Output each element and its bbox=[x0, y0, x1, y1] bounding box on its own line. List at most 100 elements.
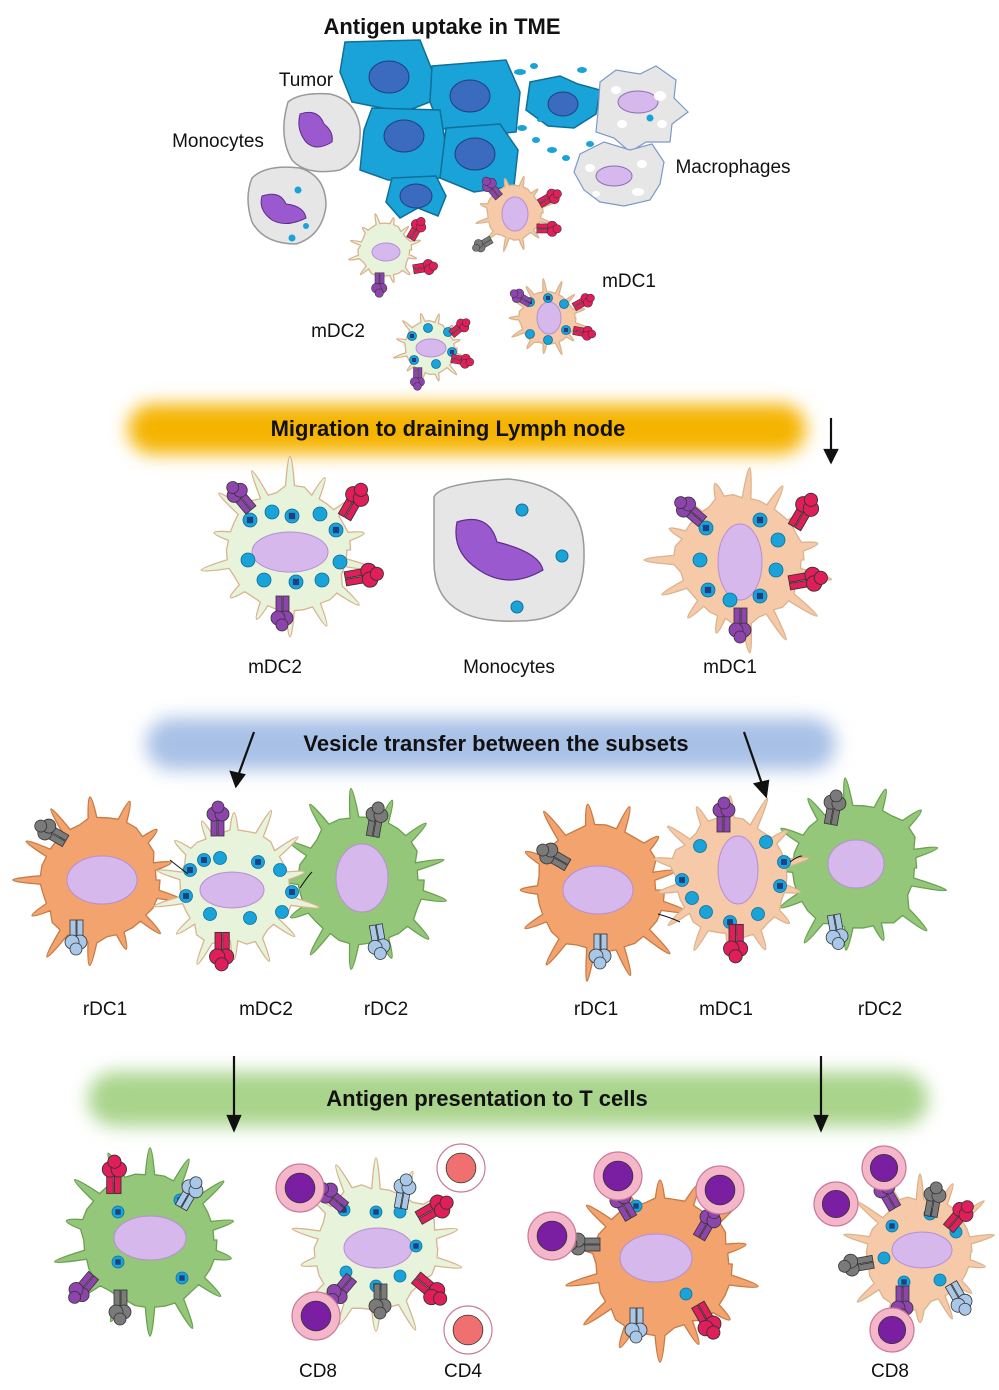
ln-label-mdc2: mDC2 bbox=[248, 657, 302, 678]
label-cd8-right: CD8 bbox=[870, 1361, 910, 1382]
vesicle bbox=[312, 506, 328, 522]
mhc-purple-t1 bbox=[371, 272, 388, 298]
mhc-gray-ap4 bbox=[923, 1181, 947, 1218]
mono-vesicle bbox=[510, 600, 524, 614]
vesicle-mhc-mark bbox=[292, 578, 300, 586]
monocyte-top-2 bbox=[247, 166, 327, 245]
label-macrophages: Macrophages bbox=[675, 157, 791, 178]
mhc-red-ap2 bbox=[414, 1194, 454, 1225]
vesicle-mhc-mark bbox=[288, 512, 296, 520]
mhc-red-t2 bbox=[412, 259, 438, 275]
cd4-tcell-1 bbox=[436, 1143, 486, 1193]
nucleus bbox=[891, 1231, 953, 1269]
vesicle bbox=[431, 359, 441, 369]
transfer-arrow bbox=[169, 859, 189, 875]
mhc-lightblue-ap3 bbox=[624, 1307, 648, 1344]
ln-label-monocytes: Monocytes bbox=[463, 657, 555, 678]
vesicle-mhc-mark bbox=[449, 349, 455, 355]
vesicle-mhc-mark bbox=[563, 327, 569, 333]
mhc-red-ln4 bbox=[787, 566, 828, 592]
vesicle bbox=[543, 335, 553, 345]
label-cd4: CD4 bbox=[443, 1361, 483, 1382]
tr-label-rdc2: rDC2 bbox=[857, 999, 903, 1020]
vesicle bbox=[933, 1273, 947, 1287]
tl-label-rdc1: rDC1 bbox=[82, 999, 128, 1020]
vesicle-mhc-mark bbox=[179, 1275, 185, 1281]
mhc-red-tr1 bbox=[723, 923, 749, 964]
vesicle-mhc-mark bbox=[727, 919, 733, 925]
vesicle-mhc-mark bbox=[633, 1203, 639, 1209]
step-presentation: Antigen presentation to T cells bbox=[326, 1086, 648, 1111]
vesicle bbox=[203, 907, 217, 921]
nucleus bbox=[335, 843, 389, 913]
vesicle-mhc-mark bbox=[756, 516, 764, 524]
cd4-tcell-2 bbox=[443, 1305, 493, 1355]
mhc-red-ln2 bbox=[343, 562, 384, 588]
mhc-purple-ln3 bbox=[674, 496, 708, 528]
ap-rdc2 bbox=[53, 1147, 235, 1337]
vesicle-mhc-mark bbox=[411, 357, 417, 363]
generated-cells bbox=[12, 175, 995, 1363]
vesicle bbox=[685, 891, 699, 905]
ln-mdc2 bbox=[200, 455, 378, 638]
monocyte-top-1 bbox=[283, 92, 361, 173]
vesicle-mhc-mark bbox=[777, 883, 783, 889]
cd8-tcell-5 bbox=[527, 1211, 577, 1261]
label-mdc2-top: mDC2 bbox=[311, 321, 365, 342]
transfer-arrow bbox=[657, 913, 681, 923]
mhc-red-ln3 bbox=[787, 492, 820, 532]
transfer-arrow bbox=[299, 871, 313, 889]
vesicle-mhc-mark bbox=[889, 1223, 895, 1229]
mhc-red-ln1 bbox=[337, 482, 370, 522]
vesicle-mhc-mark bbox=[756, 592, 764, 600]
mdc2-top-1 bbox=[348, 213, 421, 285]
vesicle bbox=[264, 504, 280, 520]
vesicle-mhc-mark bbox=[183, 893, 189, 899]
vesicle bbox=[699, 905, 713, 919]
mhc-red-ap4 bbox=[691, 1300, 722, 1340]
mhc-lightblue-ap2 bbox=[393, 1173, 417, 1210]
nucleus bbox=[371, 242, 401, 262]
tl-mdc2 bbox=[153, 809, 320, 965]
mhc-lightblue-ap4 bbox=[944, 1280, 973, 1316]
vesicle-mhc-mark bbox=[409, 333, 415, 339]
mhc-gray-tl1 bbox=[34, 818, 70, 848]
vesicle bbox=[768, 562, 784, 578]
mhc-purple-ap2 bbox=[316, 1182, 350, 1214]
tr-label-rdc1: rDC1 bbox=[573, 999, 619, 1020]
vesicle-mhc-mark bbox=[702, 524, 710, 532]
vesicle bbox=[243, 911, 257, 925]
tl-label-rdc2: rDC2 bbox=[363, 999, 409, 1020]
vesicle-band bbox=[146, 718, 836, 770]
cd8-tcell-7 bbox=[813, 1181, 859, 1227]
arrows bbox=[226, 418, 839, 1133]
macrophage-2 bbox=[573, 141, 665, 207]
mhc-red-t6 bbox=[572, 325, 597, 341]
mhc-gray-ap5 bbox=[838, 1253, 875, 1277]
vesicle-mhc-mark bbox=[781, 859, 787, 865]
nucleus bbox=[199, 871, 265, 909]
mhc-purple-ap1 bbox=[68, 1270, 100, 1304]
ln-monocyte bbox=[433, 478, 585, 622]
vesicle bbox=[314, 572, 330, 588]
label-tumor: Tumor bbox=[278, 70, 334, 91]
step-vesicle: Vesicle transfer between the subsets bbox=[303, 731, 689, 756]
transfer-arrow bbox=[789, 855, 803, 863]
vesicle bbox=[679, 1287, 693, 1301]
mhc-red-t3 bbox=[536, 188, 562, 209]
nucleus bbox=[827, 839, 885, 889]
mhc-gray-tr2 bbox=[823, 789, 847, 826]
mhc-lightblue-ap1 bbox=[174, 1176, 204, 1212]
vesicle bbox=[275, 905, 289, 919]
nucleus bbox=[251, 531, 329, 573]
cd8-tcell-2 bbox=[291, 1291, 341, 1341]
nucleus bbox=[717, 835, 759, 905]
vesicle bbox=[393, 1269, 407, 1283]
nucleus bbox=[415, 338, 447, 358]
vesicle bbox=[559, 299, 569, 309]
vesicle-mhc-mark bbox=[679, 877, 685, 883]
vesicle-mhc-mark bbox=[413, 1243, 419, 1249]
vesicle bbox=[759, 835, 773, 849]
mhc-purple-t3 bbox=[509, 288, 533, 308]
